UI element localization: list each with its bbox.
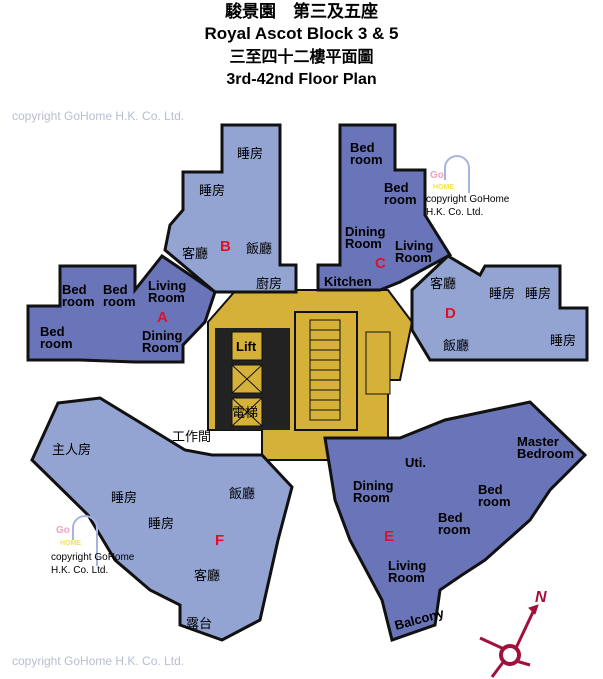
logo-text: HOME xyxy=(433,184,454,191)
room-dining: Room xyxy=(142,340,179,355)
lift-1 xyxy=(231,331,263,361)
room-bedroom: room xyxy=(438,522,471,537)
unit-label-f: F xyxy=(215,532,224,549)
room-living: Room xyxy=(395,250,432,265)
room-utility: Uti. xyxy=(405,455,426,470)
gohome-logo: Go HOME xyxy=(56,515,98,566)
stairs xyxy=(309,319,341,421)
room-workroom: 工作間 xyxy=(172,430,211,445)
room-bedroom: Bed xyxy=(478,482,503,497)
subtitle-en: 3rd-42nd Floor Plan xyxy=(226,71,377,88)
room-bedroom: Bed xyxy=(103,282,128,297)
room-dining: 飯廳 xyxy=(443,338,469,354)
lift-label: Lift xyxy=(236,339,257,354)
unit-b: 睡房 睡房 客廳 B 飯廳 廚房 xyxy=(163,123,298,294)
room-bedroom: room xyxy=(384,192,417,207)
room-bedroom: 睡房 xyxy=(199,183,225,199)
room-living: 客廳 xyxy=(194,568,220,584)
room-bedroom: 睡房 xyxy=(489,286,515,302)
room-bedroom: 睡房 xyxy=(550,333,576,349)
room-living: Living xyxy=(388,558,426,573)
logo-text: Go xyxy=(56,525,70,536)
room-living: 客廳 xyxy=(430,276,456,292)
room-bedroom: 睡房 xyxy=(237,146,263,162)
room-balcony: 露台 xyxy=(186,617,212,632)
title-zh: 駿景園 第三及五座 xyxy=(225,2,378,22)
unit-a: Bed room Bed room Living Room A Bed room… xyxy=(26,253,217,364)
north-label: N xyxy=(535,589,547,606)
copyright-text: H.K. Co. Ltd. xyxy=(51,565,108,576)
subtitle-zh: 三至四十二樓平面圖 xyxy=(229,47,374,66)
room-dining: 飯廳 xyxy=(246,241,272,257)
room-bedroom: room xyxy=(350,152,383,167)
room-bedroom: room xyxy=(103,294,136,309)
room-bedroom: 睡房 xyxy=(111,490,137,506)
room-master-bedroom: 主人房 xyxy=(52,442,91,458)
room-bedroom: 睡房 xyxy=(525,286,551,302)
room-bedroom: Bed xyxy=(350,140,375,155)
room-living: Living xyxy=(395,238,433,253)
unit-c: Bed room Bed room Dining Room Living Roo… xyxy=(316,123,453,292)
room-bedroom: Bed xyxy=(384,180,409,195)
room-living: Living xyxy=(148,278,186,293)
room-kitchen: 廚房 xyxy=(256,276,282,292)
title-en: Royal Ascot Block 3 & 5 xyxy=(204,24,399,43)
unit-label-d: D xyxy=(445,305,456,322)
unit-label-a: A xyxy=(157,309,168,326)
room-dining: Dining xyxy=(353,478,393,493)
lift-cross-marks xyxy=(231,364,263,427)
room-kitchen: Kitchen xyxy=(324,274,372,289)
unit-e: Uti. Master Bedroom Dining Room Bed room… xyxy=(323,400,588,642)
room-living: Room xyxy=(388,570,425,585)
room-living: Room xyxy=(148,290,185,305)
copyright-text: H.K. Co. Ltd. xyxy=(426,207,483,218)
logo-text: Go xyxy=(430,170,444,181)
room-master-bedroom: Master xyxy=(517,434,559,449)
unit-f: 主人房 工作間 睡房 飯廳 睡房 F 客廳 露台 xyxy=(30,396,294,642)
room-dining: 飯廳 xyxy=(229,486,255,502)
watermark: copyright GoHome H.K. Co. Ltd. xyxy=(12,654,184,668)
copyright-text: copyright GoHome xyxy=(51,552,135,563)
logo-text: HOME xyxy=(60,540,81,547)
unit-d: 客廳 D 睡房 睡房 飯廳 睡房 xyxy=(410,254,589,362)
room-dining: Room xyxy=(353,490,390,505)
lift-label-zh: 電梯 xyxy=(232,406,258,421)
unit-label-c: C xyxy=(375,255,386,272)
unit-label-e: E xyxy=(384,528,394,545)
room-bedroom: room xyxy=(40,336,73,351)
copyright-text: copyright GoHome xyxy=(426,194,510,205)
room-dining: Dining xyxy=(142,328,182,343)
room-dining: Dining xyxy=(345,224,385,239)
gohome-logo: Go HOME xyxy=(430,155,470,193)
room-bedroom: Bed xyxy=(438,510,463,525)
service-lift xyxy=(365,331,391,395)
compass-north-arrow-icon: N xyxy=(479,589,547,678)
room-bedroom: room xyxy=(62,294,95,309)
room-living: 客廳 xyxy=(182,246,208,262)
room-bedroom: Bed xyxy=(62,282,87,297)
room-bedroom: room xyxy=(478,494,511,509)
unit-label-b: B xyxy=(220,238,231,255)
room-master-bedroom: Bedroom xyxy=(517,446,574,461)
room-dining: Room xyxy=(345,236,382,251)
room-bedroom: Bed xyxy=(40,324,65,339)
watermark: copyright GoHome H.K. Co. Ltd. xyxy=(12,109,184,123)
room-bedroom: 睡房 xyxy=(148,516,174,532)
